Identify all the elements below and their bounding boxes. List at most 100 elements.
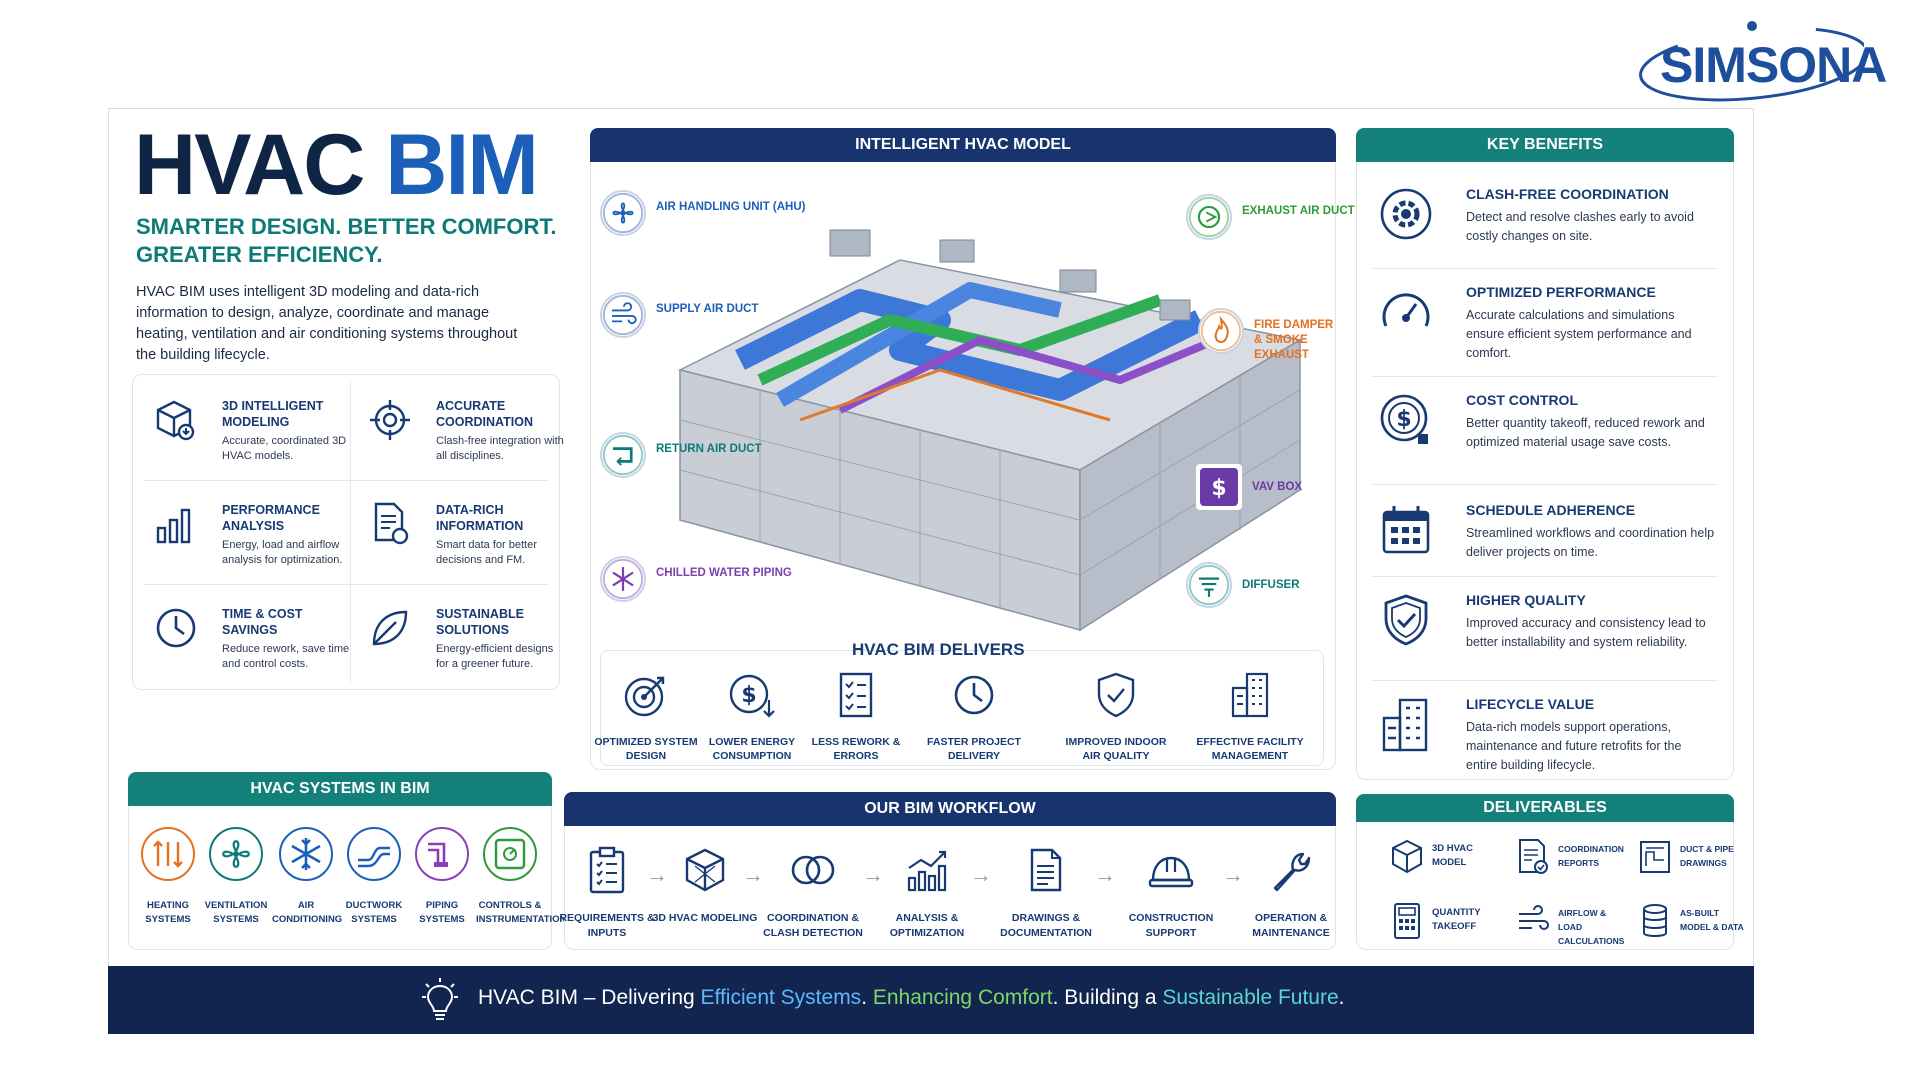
- workflow-label: DRAWINGS & DOCUMENTATION: [1000, 912, 1092, 939]
- system-item: CONTROLS & INSTRUMENTATION: [476, 826, 566, 927]
- deliver-item: OPTIMIZED SYSTEM DESIGN: [586, 670, 706, 763]
- feature-title: 3D INTELLIGENT MODELING: [222, 399, 324, 429]
- leaf-icon: [372, 610, 408, 646]
- logo-swoosh-icon: [1639, 21, 1864, 102]
- airflow-icon: [1519, 905, 1549, 930]
- callout-label: CHILLED WATER PIPING: [656, 567, 792, 579]
- workflow-header: OUR BIM WORKFLOW: [564, 792, 1336, 826]
- workflow-label: REQUIREMENTS & INPUTS: [559, 912, 655, 939]
- exhaust-icon: [1186, 194, 1232, 240]
- features-divider: [144, 584, 548, 585]
- callout-label: VAV BOX: [1252, 481, 1303, 493]
- benefit-divider: [1372, 268, 1718, 269]
- feature-desc: Reduce rework, save time and control cos…: [222, 643, 350, 670]
- deliverable-item: 3D HVAC MODEL: [1390, 834, 1510, 884]
- fan-icon: [600, 190, 646, 236]
- svg-text:$: $: [741, 683, 756, 708]
- dollar-down-icon: $: [729, 674, 775, 718]
- page-title: HVAC BIM: [134, 117, 539, 213]
- pipe-icon: [415, 827, 469, 881]
- system-item: VENTILATION SYSTEMS: [202, 826, 270, 927]
- benefit-divider: [1372, 680, 1718, 681]
- deliver-label: LOWER ENERGY CONSUMPTION: [708, 736, 796, 762]
- benefit-title: COST CONTROL: [1466, 392, 1578, 408]
- brand-logo: SIMSONA: [1632, 18, 1887, 106]
- feature-title: PERFORMANCE ANALYSIS: [222, 503, 320, 533]
- deliverable-item: AIRFLOW & LOAD CALCULATIONS: [1516, 898, 1636, 948]
- workflow-label: CONSTRUCTION SUPPORT: [1128, 912, 1214, 939]
- report-icon: [1519, 839, 1548, 874]
- deliver-item: FASTER PROJECT DELIVERY: [914, 670, 1034, 763]
- target-icon: [370, 400, 410, 440]
- deliverable-label: AS-BUILT MODEL & DATA: [1680, 908, 1744, 932]
- workflow-step: 3D HVAC MODELING: [650, 846, 760, 926]
- feature-desc: Smart data for better decisions and FM.: [436, 539, 537, 566]
- database-icon: [1643, 904, 1667, 937]
- arrow-right-icon: →: [1094, 862, 1116, 887]
- workflow-step: DRAWINGS & DOCUMENTATION: [990, 846, 1102, 941]
- calendar-icon: [1382, 506, 1430, 554]
- deliver-label: EFFECTIVE FACILITY MANAGEMENT: [1196, 736, 1304, 762]
- deliverable-item: DUCT & PIPE DRAWINGS: [1638, 834, 1758, 884]
- cube-icon: [1392, 839, 1422, 874]
- tagline-line1: SMARTER DESIGN. BETTER COMFORT.: [136, 214, 557, 239]
- delivers-panel: [600, 650, 1324, 766]
- building-icon: [1231, 672, 1269, 718]
- cube-icon: [156, 400, 195, 441]
- drawing-icon: [1640, 841, 1670, 873]
- return-air-icon: [600, 432, 646, 478]
- benefit-desc: Better quantity takeoff, reduced rework …: [1466, 416, 1705, 449]
- callout-label: AIR HANDLING UNIT (AHU): [656, 201, 806, 213]
- systems-header: HVAC SYSTEMS IN BIM: [128, 772, 552, 806]
- feature-desc: Energy, load and airflow analysis for op…: [222, 539, 343, 566]
- deliverable-label: AIRFLOW & LOAD CALCULATIONS: [1558, 908, 1625, 946]
- benefits-panel: [1356, 128, 1734, 780]
- feature-title: TIME & COST SAVINGS: [222, 607, 303, 637]
- benefit-title: SCHEDULE ADHERENCE: [1466, 502, 1636, 518]
- delivers-title: HVAC BIM DELIVERS: [852, 640, 1025, 659]
- lightbulb-icon: [422, 978, 458, 1020]
- system-label: AIR CONDITIONING: [272, 900, 343, 925]
- feature-performance: PERFORMANCE ANALYSIS Energy, load and ai…: [136, 482, 350, 586]
- deliverable-label: 3D HVAC MODEL: [1432, 843, 1473, 868]
- benefit-divider: [1372, 576, 1718, 577]
- calculator-icon: [1394, 903, 1420, 939]
- features-divider: [350, 382, 351, 682]
- deliver-item: LESS REWORK & ERRORS: [796, 670, 916, 763]
- system-item: DUCTWORK SYSTEMS: [340, 826, 408, 927]
- logo-text: SIMSONA: [1660, 37, 1887, 93]
- flame-icon: [1198, 308, 1244, 354]
- workflow-step: COORDINATION & CLASH DETECTION: [758, 846, 868, 941]
- building-model-illustration: [677, 229, 1303, 632]
- hardhat-icon: [1148, 856, 1194, 888]
- document-icon: [374, 502, 409, 545]
- clock-icon: [156, 608, 196, 648]
- dollar-icon: $: [1380, 394, 1428, 444]
- footer-banner: HVAC BIM – Delivering Efficient Systems.…: [108, 966, 1754, 1034]
- workflow-step: ANALYSIS & OPTIMIZATION: [872, 846, 982, 941]
- callout-label: RETURN AIR DUCT: [656, 443, 762, 455]
- callout-label: DIFFUSER: [1242, 579, 1300, 591]
- document-icon: [1030, 848, 1062, 892]
- callout-label: FIRE DAMPER & SMOKE EXHAUST: [1254, 319, 1334, 361]
- deliverable-item: AS-BUILT MODEL & DATA: [1638, 898, 1758, 948]
- footer-text: HVAC BIM – Delivering Efficient Systems.…: [478, 986, 1345, 1009]
- system-item: HEATING SYSTEMS: [134, 826, 202, 927]
- workflow-step: OPERATION & MAINTENANCE: [1236, 846, 1346, 941]
- building-icon: [1382, 698, 1428, 752]
- arrow-right-icon: →: [862, 862, 884, 887]
- benefit-divider: [1372, 484, 1718, 485]
- deliverable-item: COORDINATION REPORTS: [1516, 834, 1636, 884]
- system-label: PIPING SYSTEMS: [419, 900, 465, 925]
- svg-text:$: $: [1396, 407, 1411, 432]
- deliverable-label: DUCT & PIPE DRAWINGS: [1680, 844, 1734, 868]
- shield-icon: [1097, 672, 1135, 718]
- benefit-desc: Data-rich models support operations, mai…: [1466, 720, 1682, 772]
- heating-icon: [141, 827, 195, 881]
- rings-icon: [791, 855, 835, 885]
- duct-icon: [347, 827, 401, 881]
- feature-title: SUSTAINABLE SOLUTIONS: [436, 607, 524, 637]
- workflow-label: COORDINATION & CLASH DETECTION: [763, 912, 863, 939]
- clipboard-icon: [589, 846, 625, 894]
- benefit-title: OPTIMIZED PERFORMANCE: [1466, 284, 1656, 300]
